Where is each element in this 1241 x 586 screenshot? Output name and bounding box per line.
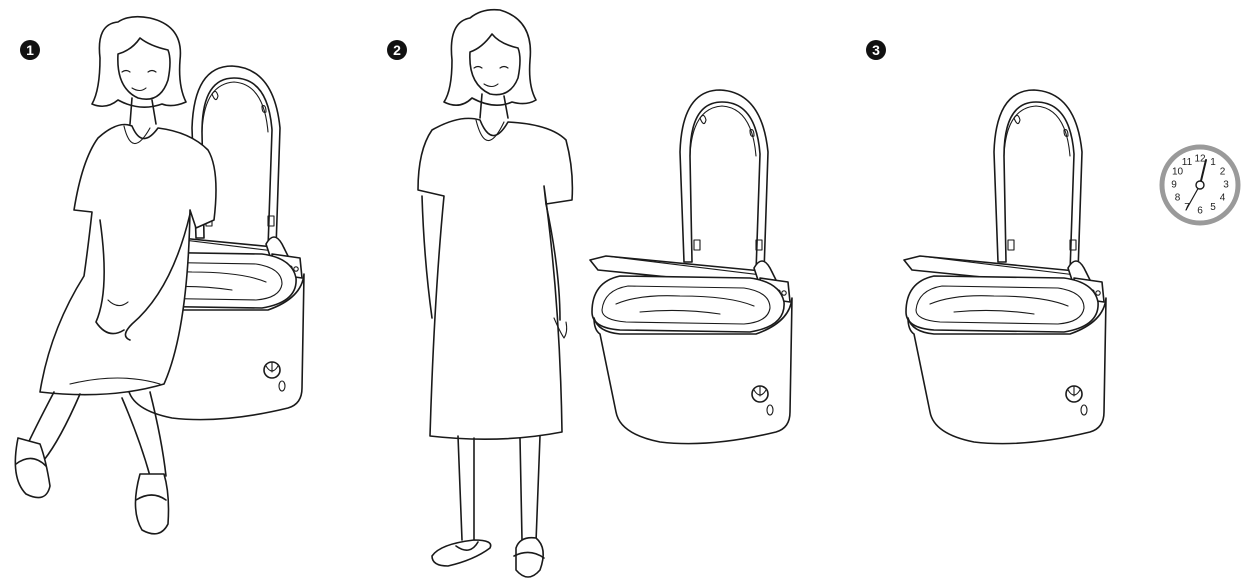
clock-numeral: 8 (1175, 193, 1181, 204)
toilet-illustration-2 (590, 90, 792, 444)
clock-numeral: 12 (1194, 154, 1206, 165)
clock-numeral: 1 (1210, 157, 1216, 168)
clock-numeral: 11 (1182, 157, 1193, 168)
toilet-illustration-3 (904, 90, 1106, 444)
woman-standing-figure (418, 10, 572, 577)
woman-sitting-figure (15, 17, 216, 534)
clock-numeral: 6 (1197, 206, 1203, 217)
clock-numeral: 9 (1171, 180, 1177, 191)
clock-icon: 121234567891011 (1162, 147, 1238, 223)
clock-numeral: 4 (1220, 193, 1226, 204)
clock-numeral: 3 (1223, 180, 1229, 191)
clock-numeral: 2 (1220, 167, 1226, 178)
clock-numeral: 10 (1172, 167, 1184, 178)
clock-numeral: 5 (1210, 202, 1216, 213)
